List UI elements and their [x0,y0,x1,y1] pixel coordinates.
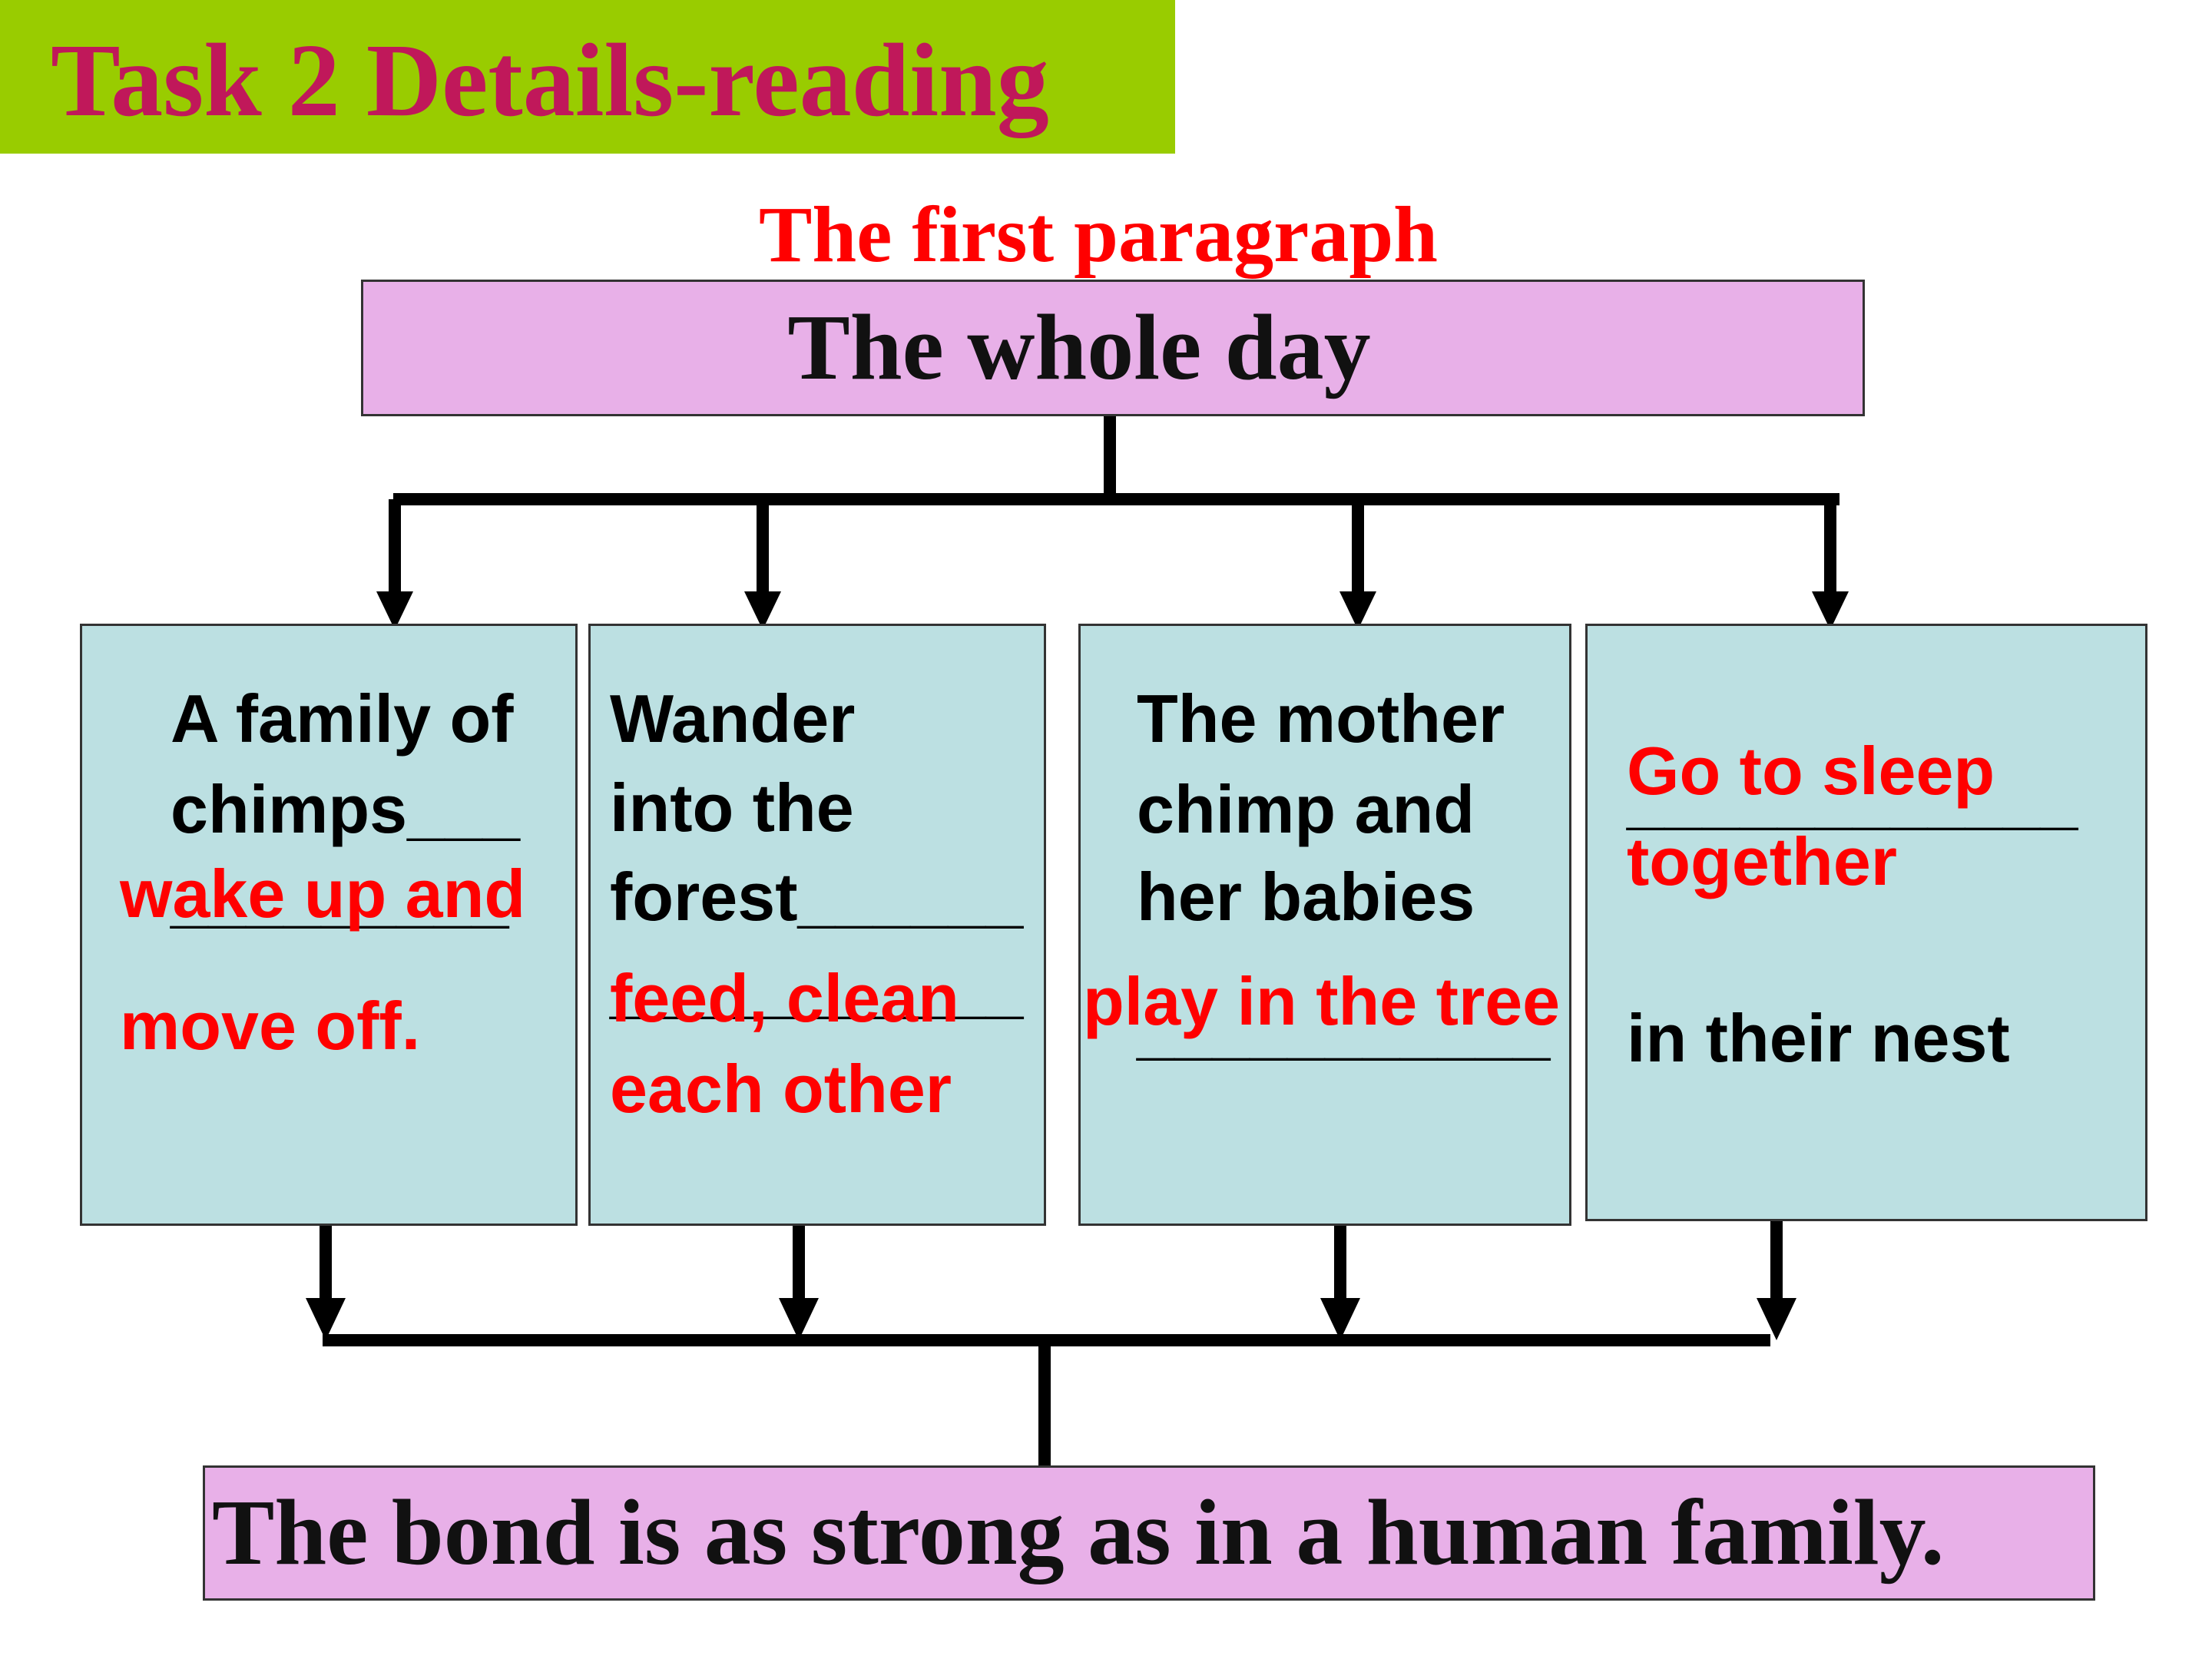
step-4-prompt-line-1: ____________ [1627,760,2078,836]
arrow-head-bottom-4 [1757,1298,1796,1340]
top-node-box [361,280,1865,416]
step-1-prompt-line-1: A family of [171,680,514,757]
arrow-head-bottom-2 [779,1298,819,1340]
step-2-answer-line-1: feed, clean [610,960,959,1036]
step-3-prompt-line-3: her babies [1137,859,1475,935]
title-banner [0,0,1175,154]
step-2-answer-line-2: each other [610,1051,952,1127]
arrow-head-down-2 [744,591,781,630]
step-1-answer-line-1: wake up and [120,856,526,932]
arrow-head-bottom-3 [1320,1298,1360,1340]
step-3-prompt-line-1: The mother [1137,680,1505,757]
arrow-head-bottom-1 [306,1298,346,1340]
arrow-head-down-1 [376,591,413,630]
step-2-prompt-line-3: forest______ [610,859,1024,935]
top-node-label: The whole day [787,296,1371,399]
step-4-answer-line-2: together [1627,823,1897,899]
bottom-node-box [203,1465,2095,1601]
step-1-prompt-line-2: chimps___ [171,771,520,847]
slide-title: Task 2 Details-reading [51,23,1049,138]
step-1-prompt-line-3: _________ [171,859,509,935]
arrow-head-down-4 [1812,591,1849,630]
step-box-3 [1078,624,1571,1226]
step-1-answer-line-2: move off. [120,988,421,1064]
step-4-answer-line-1: Go to sleep [1627,733,1995,809]
bottom-node-label: The bond is as strong as in a human fami… [212,1481,1945,1584]
step-4-prompt-line-2: in their nest [1627,1000,2010,1076]
step-3-prompt-line-2: chimp and [1137,771,1475,847]
step-box-2 [588,624,1046,1226]
arrow-head-down-3 [1339,591,1376,630]
step-box-4 [1585,624,2147,1221]
diagram-subtitle: The first paragraph [759,190,1438,279]
step-2-prompt-line-4: ___________ [610,949,1024,1025]
step-2-prompt-line-1: Wander [610,680,856,757]
step-box-1 [80,624,578,1226]
step-3-prompt-line-4: ___________ [1137,991,1551,1067]
step-2-prompt-line-2: into the [610,770,854,846]
step-3-answer-line-1: play in the tree [1083,963,1561,1039]
